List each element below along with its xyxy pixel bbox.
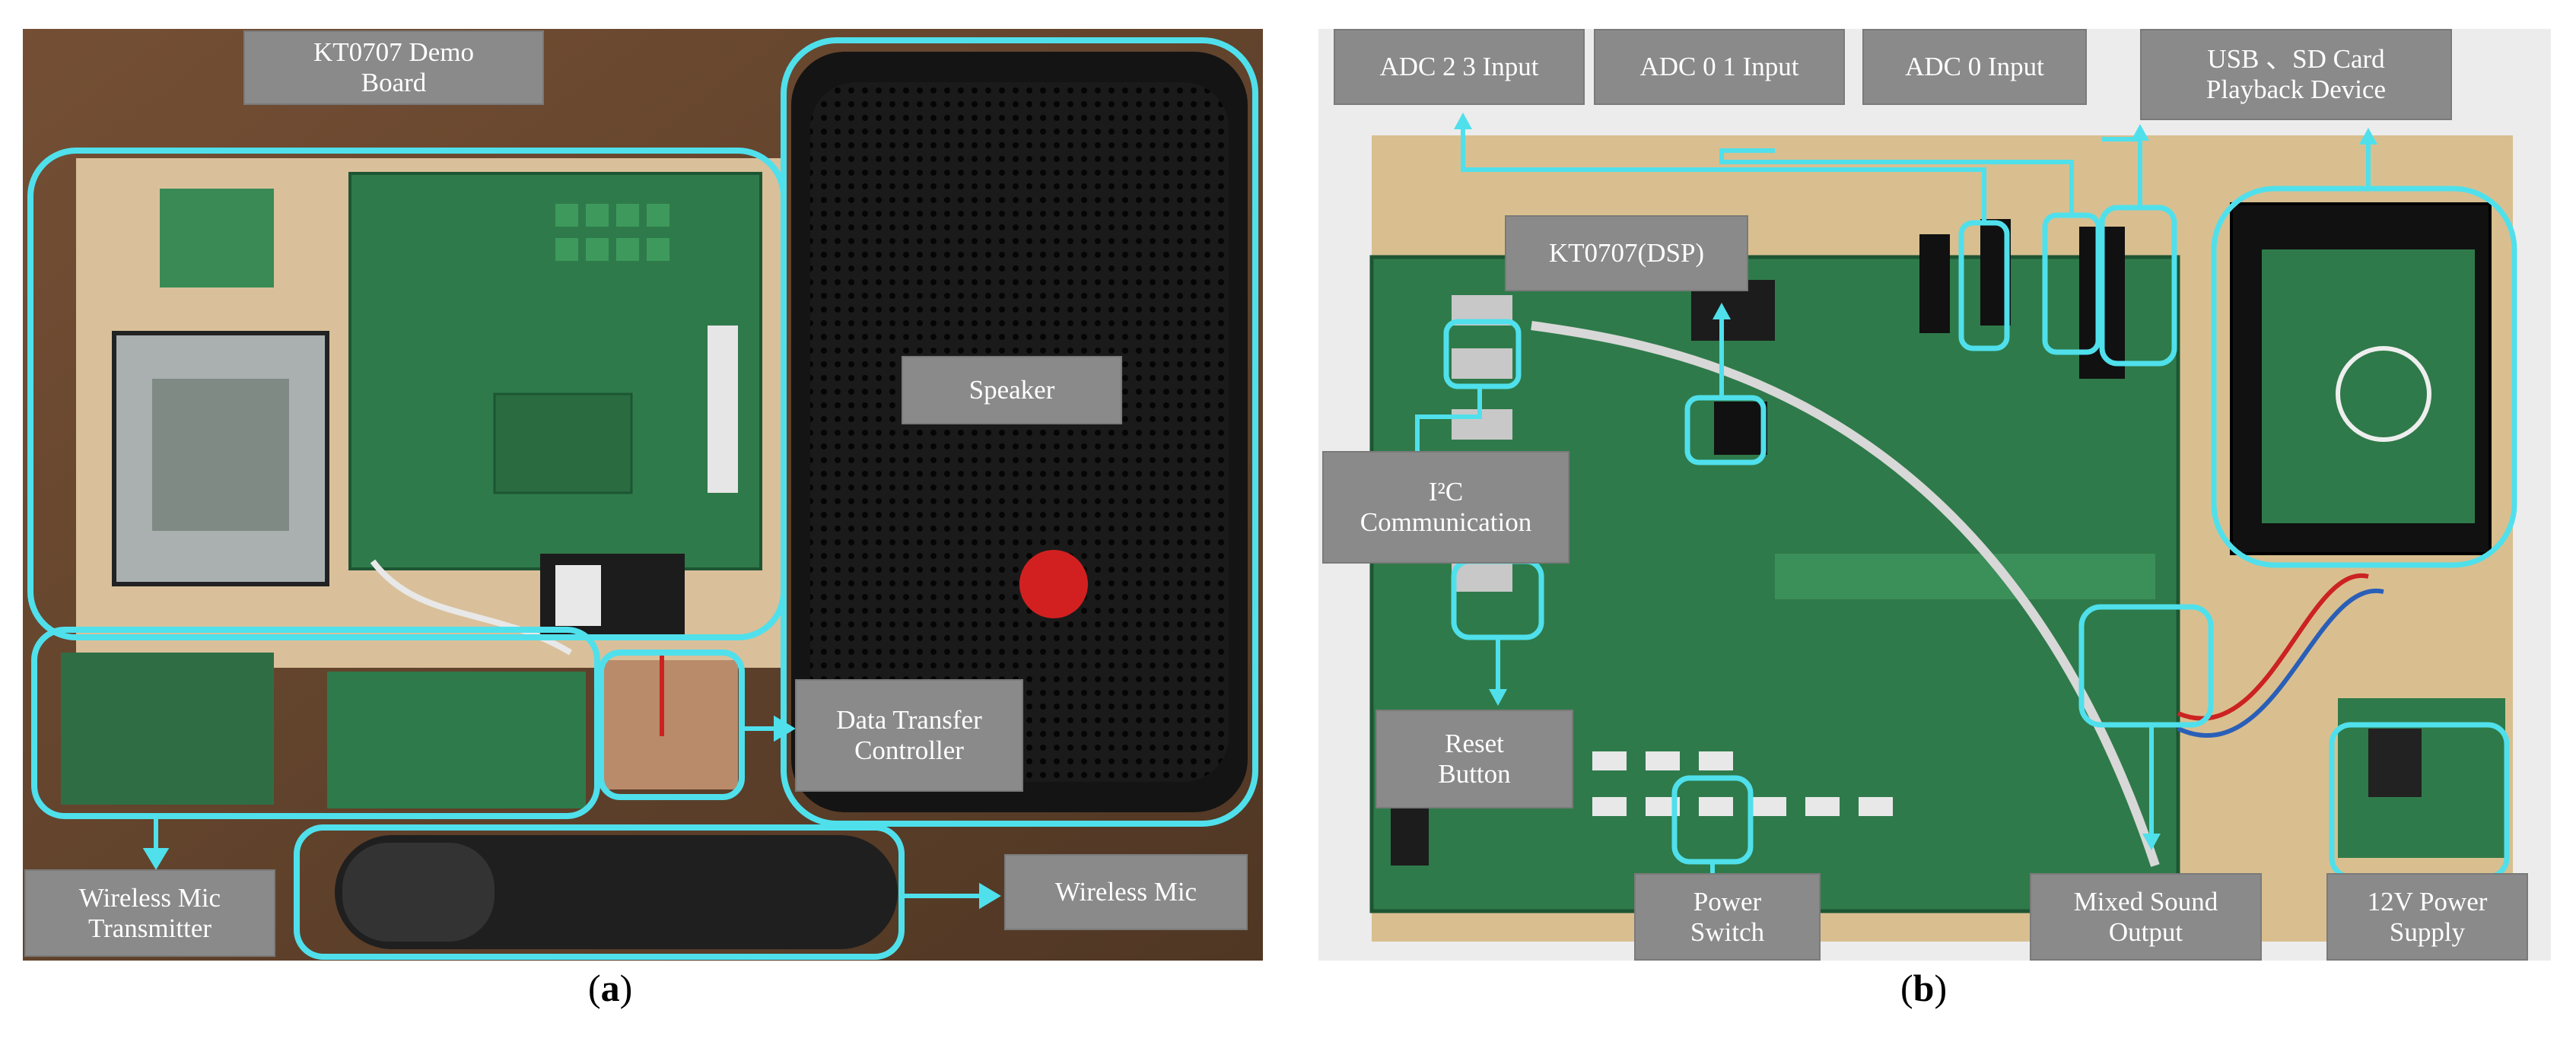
label-line: I²C xyxy=(1428,477,1464,507)
photo-panel-b: ADC 2 3 Input ADC 0 1 Input ADC 0 Input … xyxy=(1318,29,2551,961)
caption-letter: a xyxy=(600,967,620,1009)
label-line: Data Transfer xyxy=(836,705,982,735)
label-line: Controller xyxy=(854,735,964,765)
caption-paren: ) xyxy=(1934,967,1948,1009)
label-adc0-input: ADC 0 Input xyxy=(1862,29,2087,105)
speaker-outline xyxy=(781,37,1258,827)
usb-sd-outline xyxy=(2211,186,2517,568)
wireless-mic-transmitter-outline xyxy=(31,627,600,819)
label-line: ADC 0 1 Input xyxy=(1639,52,1799,81)
caption-paren: ( xyxy=(588,967,601,1009)
label-line: Transmitter xyxy=(87,913,212,943)
label-line: Wireless Mic xyxy=(78,882,221,913)
label-speaker: Speaker xyxy=(902,356,1122,424)
i2c-outline xyxy=(1443,319,1522,389)
demo-setup-photo-a xyxy=(23,29,1263,961)
label-line: Wireless Mic xyxy=(1054,877,1197,907)
label-kt0707-dsp: KT0707(DSP) xyxy=(1505,215,1748,291)
label-line: Reset xyxy=(1445,729,1504,758)
caption-paren: ( xyxy=(1900,967,1913,1009)
label-line: USB 、SD Card xyxy=(2207,44,2385,74)
mixed-sound-outline xyxy=(2078,604,2214,728)
label-line: KT0707(DSP) xyxy=(1548,238,1705,268)
label-line: Output xyxy=(2108,916,2183,947)
wireless-mic-outline xyxy=(294,824,905,960)
label-adc23-input: ADC 2 3 Input xyxy=(1334,29,1585,105)
label-line: Speaker xyxy=(968,375,1055,405)
label-line: Mixed Sound xyxy=(2073,886,2218,916)
kt0707-dsp-outline xyxy=(1684,395,1767,465)
label-line: Button xyxy=(1438,759,1511,789)
label-line: Power xyxy=(1693,886,1762,916)
label-line: Supply xyxy=(2389,916,2466,947)
label-line: ADC 2 3 Input xyxy=(1379,52,1539,81)
label-wireless-mic: Wireless Mic xyxy=(1004,854,1248,930)
label-line: Playback Device xyxy=(2206,75,2387,104)
caption-b: (b) xyxy=(1900,966,1947,1010)
label-line: Communication xyxy=(1360,507,1532,537)
caption-letter: b xyxy=(1913,967,1935,1009)
label-line: ADC 0 Input xyxy=(1905,52,2044,81)
label-line: 12V Power xyxy=(2367,886,2488,916)
label-line: KT0707 Demo xyxy=(313,37,474,67)
label-line: Switch xyxy=(1690,916,1765,947)
caption-paren: ) xyxy=(619,967,633,1009)
label-line: Board xyxy=(361,68,427,97)
label-adc01-input: ADC 0 1 Input xyxy=(1594,29,1845,105)
data-transfer-outline xyxy=(598,650,745,800)
caption-a: (a) xyxy=(588,966,632,1010)
